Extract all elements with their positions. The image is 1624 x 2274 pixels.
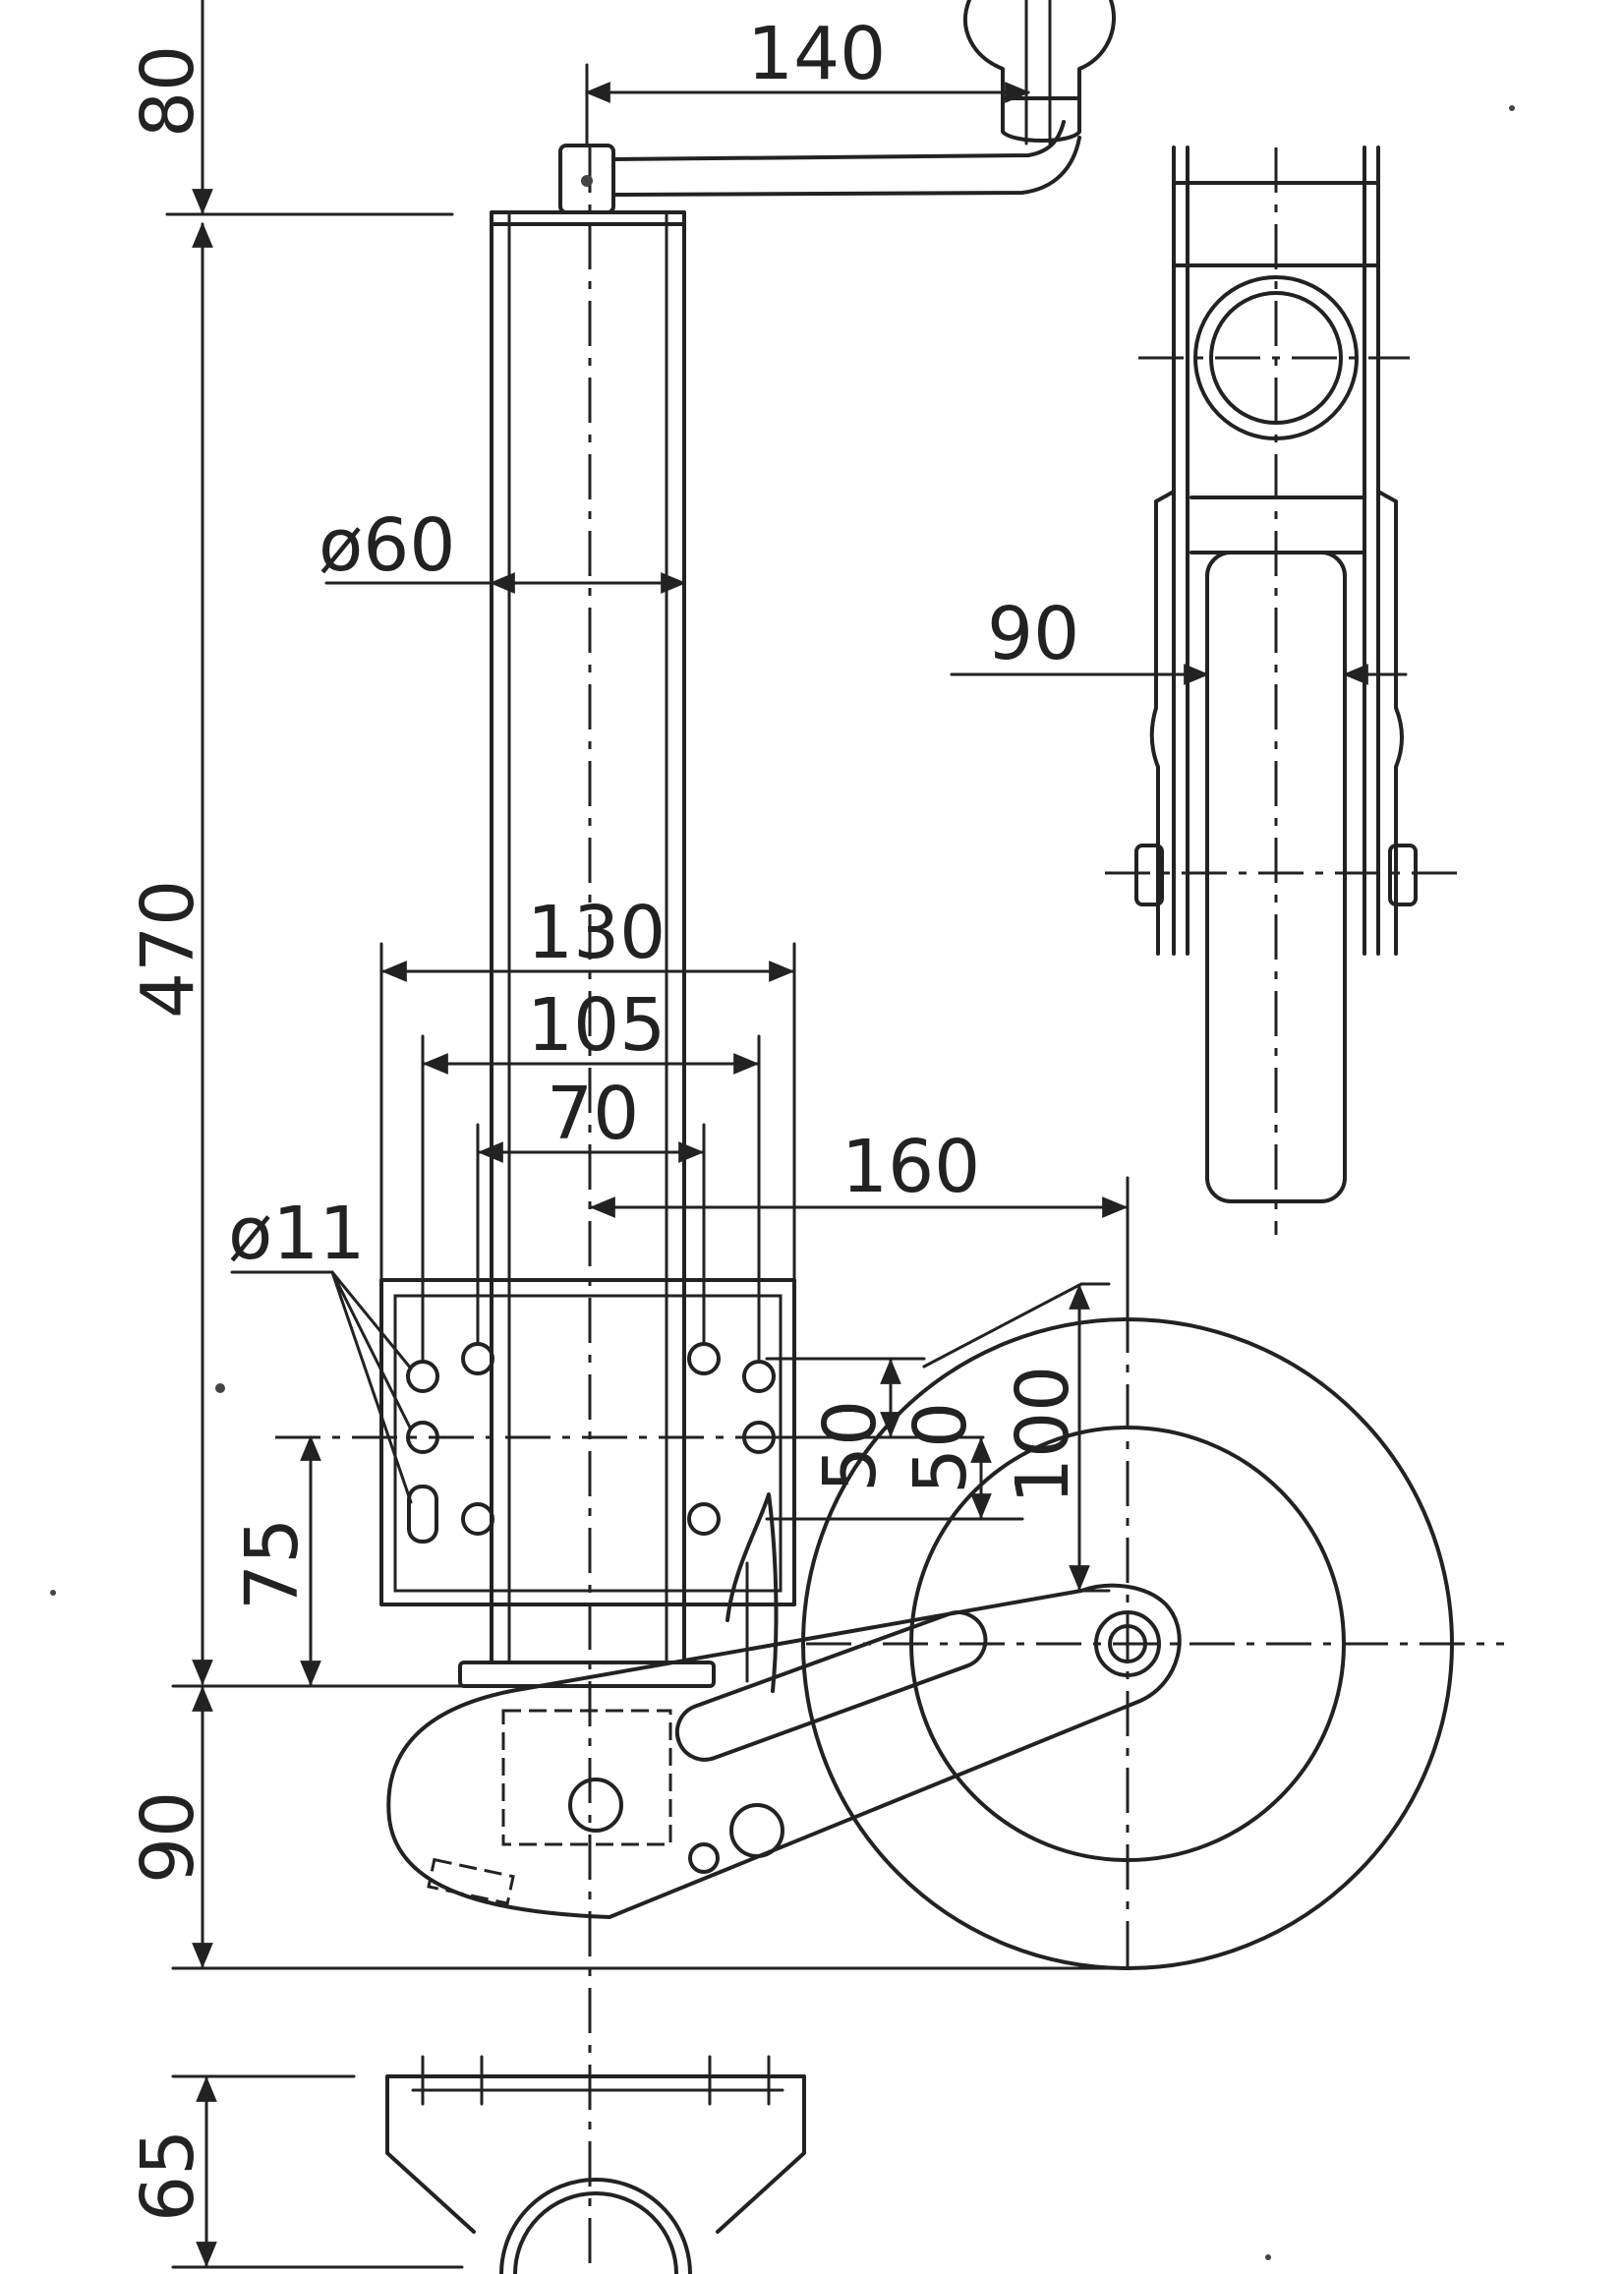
dim-top-extension: 80 — [126, 45, 210, 138]
dim-outer-hole-spacing: 105 — [527, 983, 666, 1068]
dim-crank-offset: 140 — [747, 12, 886, 96]
dim-wheel-offset: 160 — [841, 1125, 980, 1209]
dim-axle-rise: 100 — [1001, 1366, 1085, 1504]
mounting-hole — [687, 1502, 721, 1536]
dim-hole-diameter: ø11 — [228, 1192, 365, 1276]
dim-plate-width: 130 — [527, 891, 666, 975]
dim-fork-width: 90 — [987, 592, 1079, 676]
dim-hole-height: 75 — [230, 1518, 315, 1610]
dimension-lines — [165, 0, 1130, 1970]
base-flange — [458, 1661, 716, 1688]
mounting-hole — [406, 1360, 439, 1393]
mounting-hole — [461, 1502, 494, 1536]
dim-clamp-height: 65 — [126, 2129, 210, 2222]
wheel — [801, 1308, 1504, 1976]
dim-wheel-drop: 90 — [126, 1791, 210, 1884]
mounting-plate — [275, 1278, 816, 1606]
swing-arm — [386, 1492, 1182, 1919]
dim-hole-pitch-a: 50 — [808, 1400, 893, 1492]
mounting-hole — [461, 1342, 494, 1375]
mounting-hole — [742, 1360, 776, 1393]
scan-specks — [50, 105, 1515, 2260]
dim-inner-hole-spacing: 70 — [547, 1072, 639, 1156]
main-tube — [490, 147, 686, 2274]
mounting-hole — [687, 1342, 721, 1375]
side-view — [950, 146, 1465, 1235]
dim-tube-diameter: ø60 — [319, 503, 455, 588]
front-view — [165, 0, 1504, 2274]
mounting-slot — [407, 1485, 438, 1544]
dim-overall-height: 470 — [126, 880, 210, 1019]
dim-hole-pitch-b: 50 — [899, 1402, 983, 1494]
arm-slot — [674, 1610, 988, 1762]
clamp-view — [171, 2055, 806, 2274]
